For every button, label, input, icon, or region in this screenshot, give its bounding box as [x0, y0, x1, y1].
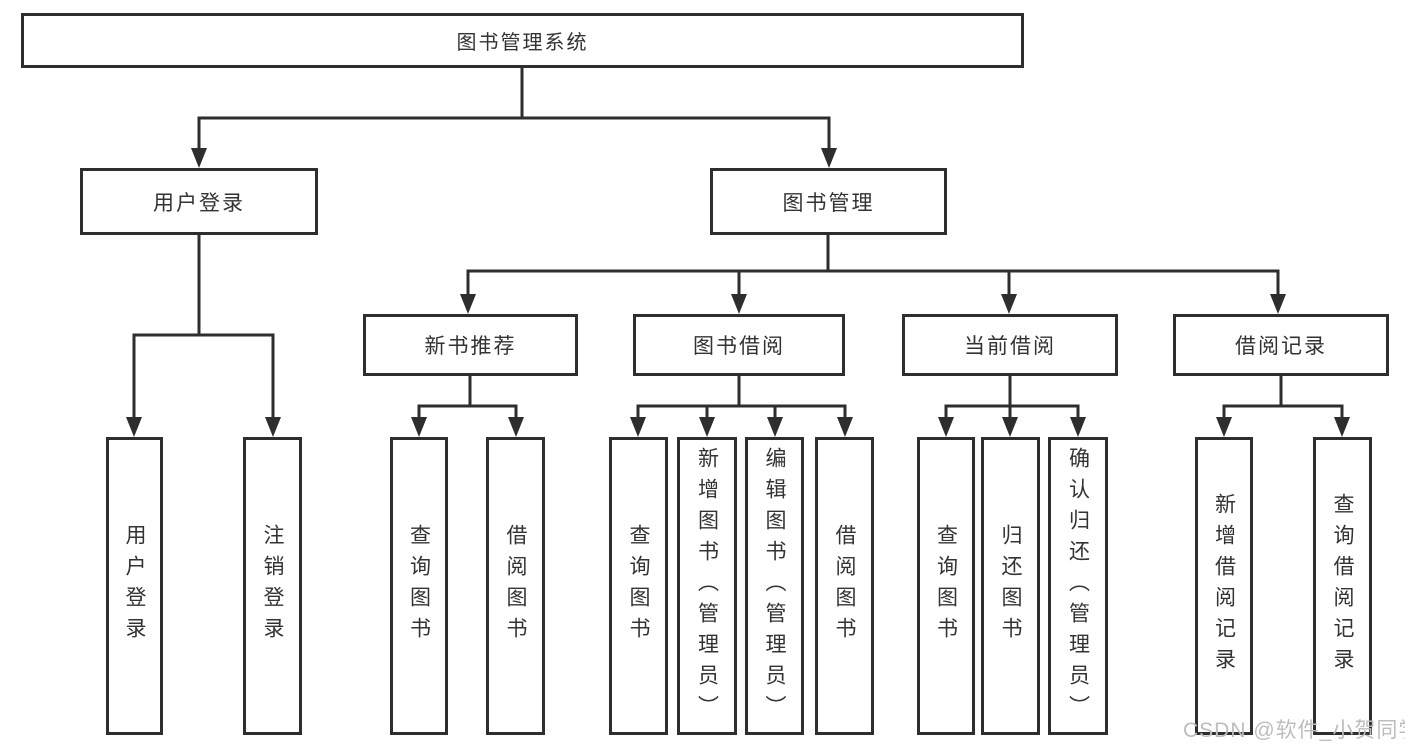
arrowhead-down-icon [508, 417, 524, 437]
node-root-label: 图书管理系统 [456, 32, 589, 54]
node-user-login: 用户登录 [80, 168, 318, 235]
leaf-confirm-return-admin: 确认归还（管理员） [1048, 437, 1108, 735]
node-new-book-recommend-label: 新书推荐 [424, 335, 517, 358]
leaf-query-books-current: 查询图书 [917, 437, 975, 735]
arrowhead-down-icon [1070, 417, 1086, 437]
leaf-user-login-label: 用户登录 [123, 524, 146, 648]
node-user-login-label: 用户登录 [153, 191, 245, 215]
arrowhead-down-icon [191, 148, 207, 168]
leaf-logout: 注销登录 [243, 437, 302, 735]
leaf-edit-books-admin-label: 编辑图书（管理员） [763, 446, 786, 726]
leaf-return-books-label: 归还图书 [999, 524, 1022, 648]
arrowhead-down-icon [1001, 294, 1017, 314]
arrowhead-down-icon [837, 417, 853, 437]
arrowhead-down-icon [630, 417, 646, 437]
node-current-borrowing-label: 当前借阅 [964, 335, 1056, 358]
arrowhead-down-icon [411, 417, 427, 437]
leaf-query-books-borrowing: 查询图书 [609, 437, 668, 735]
leaf-query-books-recommend: 查询图书 [390, 437, 448, 735]
leaf-add-books-admin-label: 新增图书（管理员） [695, 446, 719, 726]
csdn-watermark: CSDN @软件_小贺同学 [1183, 719, 1405, 742]
leaf-query-books-recommend-label: 查询图书 [407, 524, 431, 648]
node-book-management: 图书管理 [710, 168, 947, 235]
arrowhead-down-icon [767, 417, 783, 437]
arrowhead-down-icon [126, 417, 142, 437]
leaf-borrow-books-recommend-label: 借阅图书 [504, 524, 527, 648]
leaf-add-books-admin: 新增图书（管理员） [677, 437, 737, 735]
arrowhead-down-icon [938, 417, 954, 437]
leaf-logout-label: 注销登录 [261, 524, 284, 648]
leaf-borrow-books-borrowing-label: 借阅图书 [833, 524, 856, 648]
node-book-borrowing: 图书借阅 [633, 314, 845, 376]
arrowhead-down-icon [265, 417, 281, 437]
leaf-edit-books-admin: 编辑图书（管理员） [745, 437, 804, 735]
leaf-query-borrow-record: 查询借阅记录 [1313, 437, 1372, 735]
arrowhead-down-icon [1002, 417, 1018, 437]
node-current-borrowing: 当前借阅 [902, 314, 1118, 376]
leaf-confirm-return-admin-label: 确认归还（管理员） [1066, 446, 1090, 726]
leaf-borrow-books-borrowing: 借阅图书 [815, 437, 874, 735]
leaf-query-books-current-label: 查询图书 [934, 524, 958, 648]
node-borrowing-records: 借阅记录 [1173, 314, 1389, 376]
leaf-query-books-borrowing-label: 查询图书 [627, 524, 650, 648]
arrowhead-down-icon [1270, 294, 1286, 314]
arrowhead-down-icon [699, 417, 715, 437]
arrowhead-down-icon [1216, 417, 1232, 437]
arrowhead-down-icon [821, 148, 837, 168]
node-book-borrowing-label: 图书借阅 [693, 335, 785, 358]
arrowhead-down-icon [460, 294, 476, 314]
arrowhead-down-icon [731, 294, 747, 314]
node-borrowing-records-label: 借阅记录 [1235, 335, 1327, 358]
leaf-user-login: 用户登录 [106, 437, 163, 735]
node-root: 图书管理系统 [21, 13, 1024, 68]
leaf-add-borrow-record-label: 新增借阅记录 [1212, 493, 1236, 679]
leaf-return-books: 归还图书 [981, 437, 1040, 735]
node-book-management-label: 图书管理 [782, 191, 875, 215]
leaf-borrow-books-recommend: 借阅图书 [486, 437, 545, 735]
leaf-query-borrow-record-label: 查询借阅记录 [1331, 493, 1354, 679]
node-new-book-recommend: 新书推荐 [363, 314, 578, 376]
arrowhead-down-icon [1334, 417, 1350, 437]
leaf-add-borrow-record: 新增借阅记录 [1195, 437, 1253, 735]
